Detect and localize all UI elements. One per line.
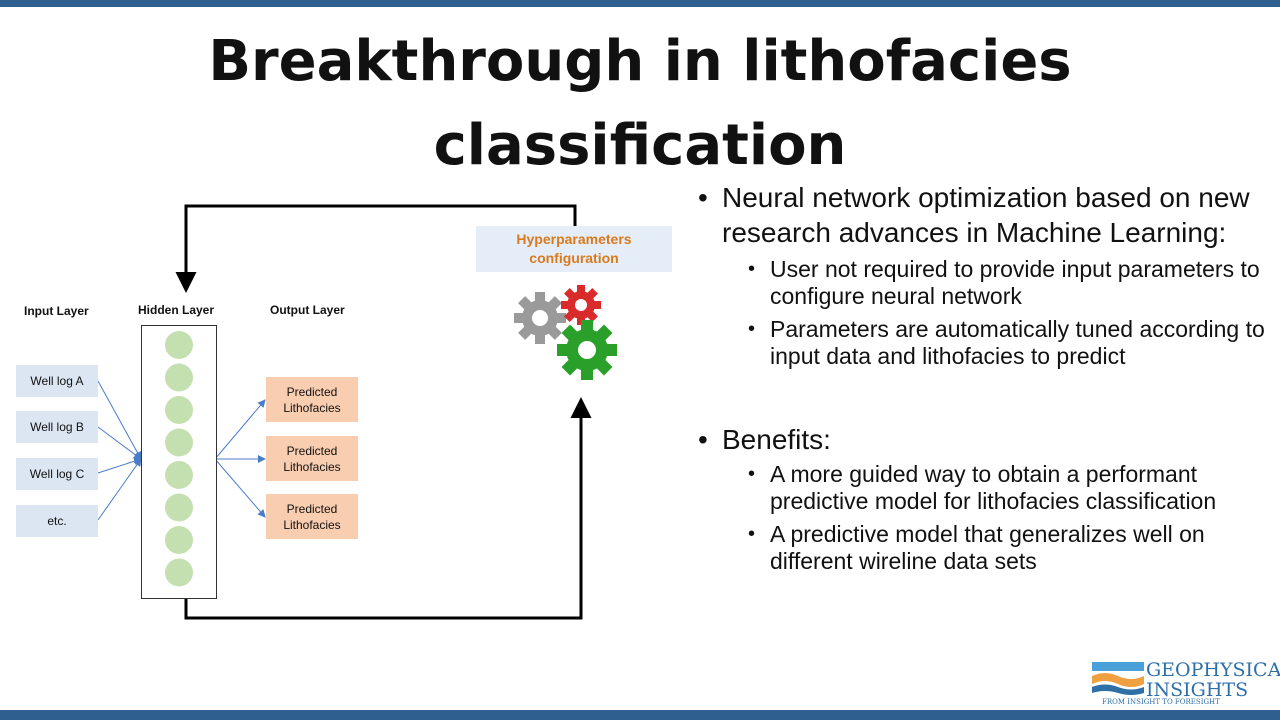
bottom-accent-bar bbox=[0, 710, 1280, 720]
hidden-nodes bbox=[165, 331, 193, 587]
logo-name: GEOPHYSICAL INSIGHTS bbox=[1146, 659, 1280, 701]
sub-bullet-item: User not required to provide input param… bbox=[746, 256, 1268, 310]
diagram-connectors bbox=[97, 204, 592, 620]
bullet-item: Neural network optimization based on new… bbox=[698, 180, 1268, 250]
bullet-item: Benefits: bbox=[698, 422, 1268, 457]
output-node: Predicted Lithofacies bbox=[266, 377, 358, 422]
top-accent-bar bbox=[0, 0, 1280, 7]
sub-bullet-item: A more guided way to obtain a performant… bbox=[746, 461, 1268, 515]
input-connector bbox=[97, 457, 142, 474]
gears-icon bbox=[514, 285, 617, 380]
hidden-layer-label: Hidden Layer bbox=[138, 303, 215, 317]
logo-tagline: FROM INSIGHT TO FORESIGHT bbox=[1102, 698, 1220, 706]
green-gear-icon bbox=[557, 320, 617, 380]
geophysical-insights-logo: GEOPHYSICAL INSIGHTS FROM INSIGHT TO FOR… bbox=[1092, 660, 1280, 710]
hidden-node bbox=[165, 526, 193, 554]
gray-gear-icon bbox=[514, 292, 566, 344]
input-layer-label: Input Layer bbox=[24, 304, 89, 318]
input-connector bbox=[97, 380, 142, 460]
sub-bullet-item: A predictive model that generalizes well… bbox=[746, 521, 1268, 575]
input-connector bbox=[97, 458, 142, 521]
input-node: Well log B bbox=[16, 411, 98, 443]
red-gear-icon bbox=[561, 285, 601, 325]
output-connector bbox=[214, 399, 266, 460]
hidden-node bbox=[165, 428, 193, 457]
neural-network-diagram: Input Layer Hidden Layer Output Layer We… bbox=[16, 204, 672, 620]
hidden-node bbox=[165, 363, 193, 392]
input-connector bbox=[97, 426, 142, 460]
hidden-node bbox=[165, 396, 193, 424]
hyperparameters-configuration-box: Hyperparameters configuration bbox=[476, 226, 672, 272]
output-connector bbox=[214, 458, 266, 518]
hidden-node bbox=[165, 558, 193, 587]
feedback-arrow-top bbox=[175, 204, 577, 293]
input-node: Well log C bbox=[16, 458, 98, 490]
output-node: Predicted Lithofacies bbox=[266, 436, 358, 481]
hidden-node bbox=[165, 331, 193, 359]
input-node: Well log A bbox=[16, 365, 98, 397]
output-node: Predicted Lithofacies bbox=[266, 494, 358, 539]
hidden-layer-box bbox=[141, 325, 217, 599]
output-layer-label: Output Layer bbox=[270, 303, 345, 317]
hidden-node bbox=[165, 461, 193, 489]
feedback-arrow-bottom bbox=[184, 397, 592, 620]
wave-logo-icon bbox=[1092, 662, 1144, 695]
bullet-list: Neural network optimization based on new… bbox=[698, 180, 1268, 575]
input-node: etc. bbox=[16, 505, 98, 537]
sub-bullet-item: Parameters are automatically tuned accor… bbox=[746, 316, 1268, 370]
slide-title: Breakthrough in lithofacies classificati… bbox=[208, 29, 1072, 178]
hidden-node bbox=[165, 493, 193, 522]
